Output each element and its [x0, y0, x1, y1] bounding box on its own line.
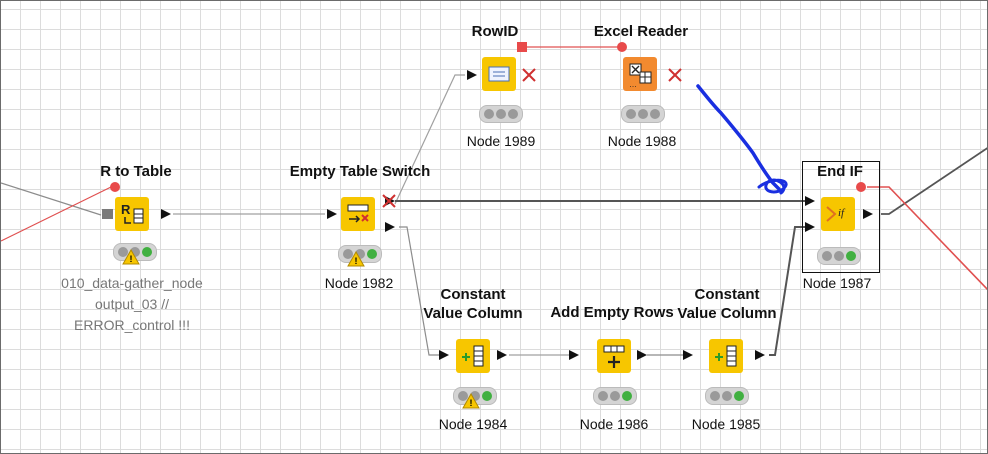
node-status-constant-value-column-2: [705, 387, 749, 405]
constant-value-column-icon: [715, 345, 737, 367]
rowid-icon: [488, 66, 510, 82]
node-r-to-table[interactable]: R: [115, 197, 149, 231]
node-status-excel-reader: [621, 105, 665, 123]
node-title-rowid: RowID: [471, 23, 519, 40]
node-end-if[interactable]: if: [821, 197, 855, 231]
selection-box-end-if: [802, 161, 880, 273]
node-label-1982: Node 1982: [324, 275, 394, 291]
node-empty-table-switch[interactable]: [341, 197, 375, 231]
port-endif-out[interactable]: [863, 209, 873, 219]
node-rowid[interactable]: [482, 57, 516, 91]
node-status-end-if: [817, 247, 861, 265]
node-label-1985: Node 1985: [691, 416, 761, 432]
node-title-r-to-table: R to Table: [100, 163, 172, 180]
port-cvc1-in[interactable]: [439, 350, 449, 360]
r-to-table-icon: R: [121, 202, 144, 224]
node-annotation-r-to-table: 010_data-gather_node output_03 // ERROR_…: [61, 275, 203, 333]
port-endif-in-top[interactable]: [805, 196, 815, 206]
port-aer-out[interactable]: [637, 350, 647, 360]
node-status-r-to-table: [113, 243, 157, 261]
node-label-1986: Node 1986: [579, 416, 649, 432]
end-if-icon: if: [826, 206, 846, 222]
port-rowid-in[interactable]: [467, 70, 477, 80]
inactive-x-rowid: [522, 68, 536, 82]
node-excel-reader[interactable]: …: [623, 57, 657, 91]
connection-endif-out[interactable]: [881, 147, 988, 215]
port-aer-in[interactable]: [569, 350, 579, 360]
connection-incoming-gray[interactable]: [1, 182, 102, 216]
node-title-excel-reader: Excel Reader: [593, 23, 689, 40]
flowvar-incoming-red[interactable]: [1, 186, 112, 242]
svg-text:!: !: [355, 256, 358, 266]
node-title-empty-table-switch: Empty Table Switch: [289, 163, 431, 180]
port-endif-in-bottom[interactable]: [805, 222, 815, 232]
node-status-empty-table-switch: [338, 245, 382, 263]
node-title-end-if: End IF: [817, 163, 863, 180]
svg-text:R: R: [121, 202, 131, 217]
node-label-1987: Node 1987: [802, 275, 872, 291]
port-switch-out-bottom[interactable]: [385, 222, 395, 232]
flowvar-port-rtotable[interactable]: [110, 182, 120, 192]
excel-reader-icon: …: [629, 63, 652, 89]
flowvar-port-excel[interactable]: [617, 42, 627, 52]
warning-icon: !: [347, 251, 365, 267]
flowvar-port-rowid[interactable]: [517, 42, 527, 52]
svg-text:!: !: [130, 254, 133, 264]
svg-text:!: !: [470, 398, 473, 408]
node-add-empty-rows[interactable]: [597, 339, 631, 373]
node-label-1984: Node 1984: [438, 416, 508, 432]
inactive-x-switch: [382, 194, 396, 208]
hand-drawn-arrow: [696, 84, 781, 191]
node-status-add-empty-rows: [593, 387, 637, 405]
port-cvc2-out[interactable]: [755, 350, 765, 360]
warning-icon: !: [462, 393, 480, 409]
node-constant-value-column-2[interactable]: [709, 339, 743, 373]
flowvar-port-endif[interactable]: [856, 182, 866, 192]
switch-icon: [347, 204, 369, 223]
node-title-constant-value-column-2: Constant Value Column: [677, 286, 777, 322]
add-empty-rows-icon: [603, 345, 625, 368]
port-rtotable-in[interactable]: [102, 209, 113, 219]
connection-cvc2-endif[interactable]: [769, 226, 807, 356]
svg-text:if: if: [838, 207, 846, 219]
hand-drawn-arrow-scribble: [757, 178, 788, 195]
node-label-1989: Node 1989: [466, 133, 536, 149]
warning-icon: !: [122, 249, 140, 265]
svg-text:…: …: [629, 80, 637, 89]
node-label-1988: Node 1988: [607, 133, 677, 149]
node-title-constant-value-column-1: Constant Value Column: [423, 286, 523, 322]
port-rtotable-out[interactable]: [161, 209, 171, 219]
inactive-x-excel: [668, 68, 682, 82]
constant-value-column-icon: [462, 345, 484, 367]
node-status-rowid: [479, 105, 523, 123]
port-switch-in[interactable]: [327, 209, 337, 219]
port-cvc1-out[interactable]: [497, 350, 507, 360]
connection-switch-rowid[interactable]: [394, 74, 465, 205]
node-constant-value-column-1[interactable]: [456, 339, 490, 373]
port-cvc2-in[interactable]: [683, 350, 693, 360]
flowvar-endif-out[interactable]: [867, 186, 988, 291]
connection-switch-cvc1[interactable]: [399, 226, 439, 356]
node-title-add-empty-rows: Add Empty Rows: [550, 304, 674, 321]
